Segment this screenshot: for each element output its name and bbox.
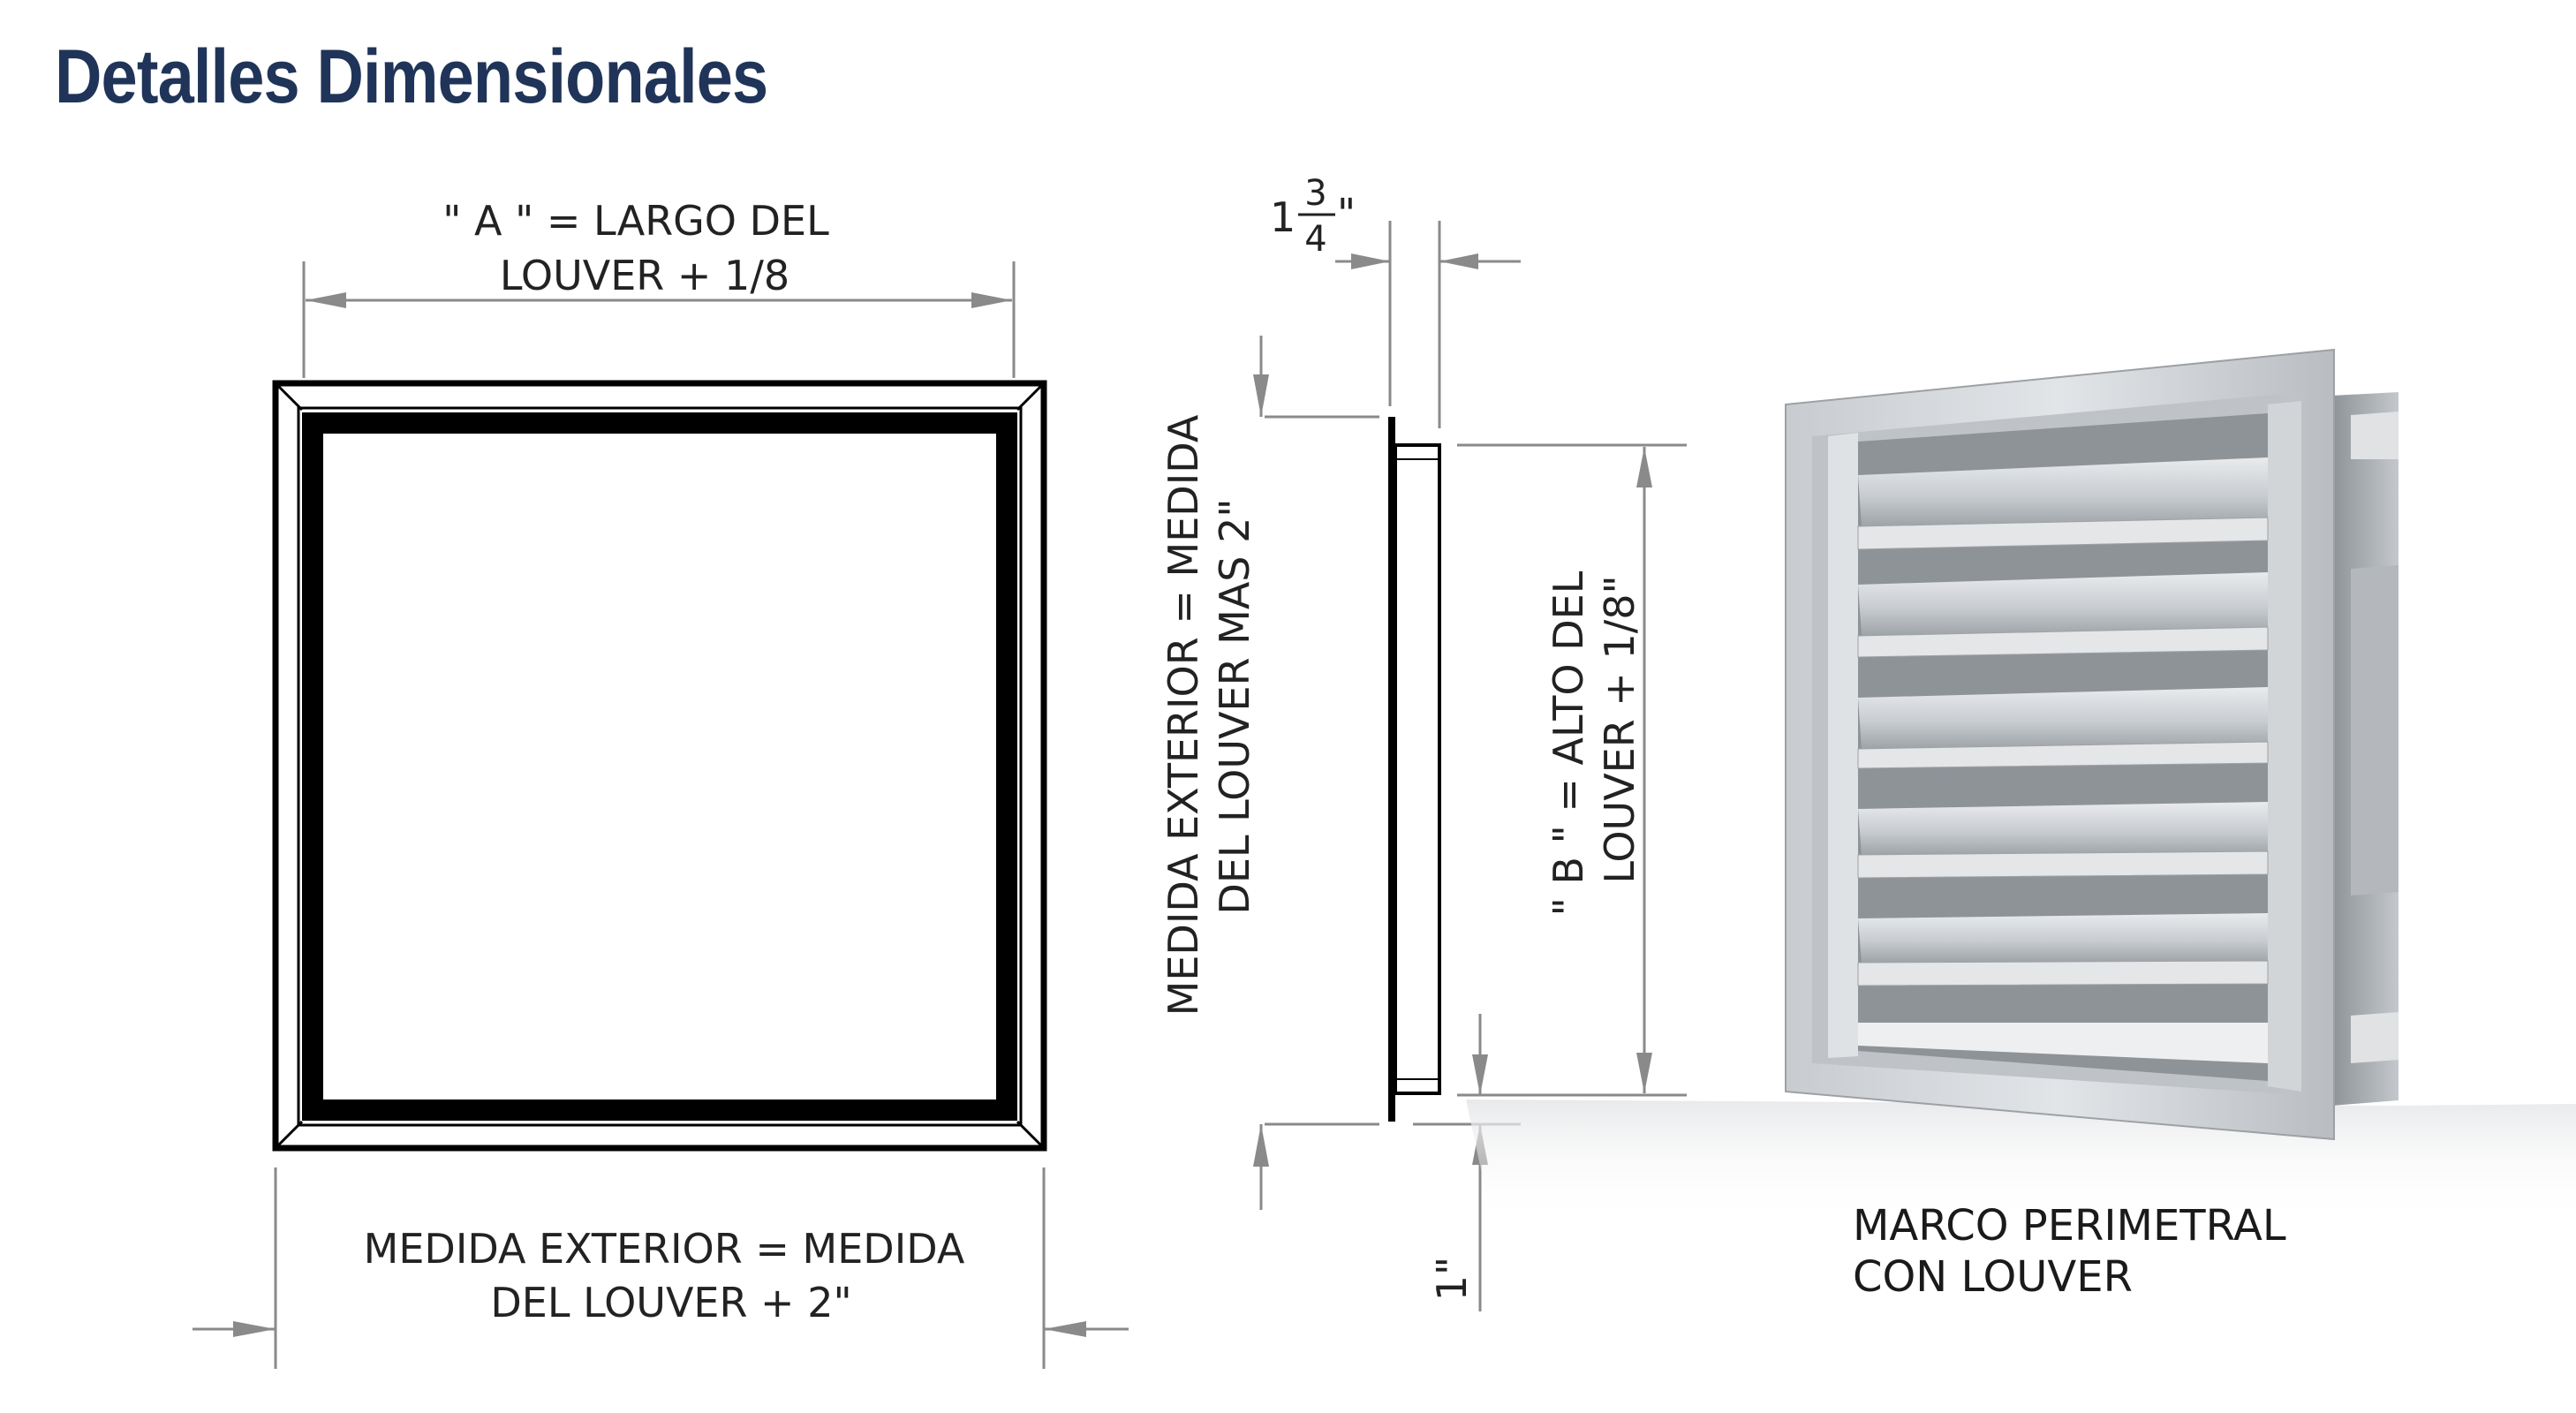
arrow-head xyxy=(1636,447,1652,487)
dim-a-label-line1: " A " = LARGO DEL xyxy=(442,197,829,245)
dim-exterior-label-line1: MEDIDA EXTERIOR = MEDIDA xyxy=(364,1225,965,1273)
dim-b-label-line1: " B " = ALTO DEL xyxy=(1545,570,1592,916)
miter-line xyxy=(1016,1120,1046,1150)
flange-label: 1" xyxy=(1428,1257,1476,1301)
slat xyxy=(1857,572,2269,658)
arrow-head xyxy=(1472,1054,1488,1095)
sleeve-lip xyxy=(2351,1012,2398,1063)
depth-unit: " xyxy=(1337,190,1356,238)
dim-exterior-label-line2: DEL LOUVER + 2" xyxy=(490,1279,851,1326)
caption-line2: CON LOUVER xyxy=(1853,1252,2133,1302)
arrow-head xyxy=(971,292,1012,308)
dimension-exterior-height: MEDIDA EXTERIOR = MEDIDA DEL LOUVER MAS … xyxy=(1160,336,1379,1210)
slat xyxy=(1858,1023,2268,1063)
arrow-head xyxy=(233,1321,276,1337)
arrow-head xyxy=(1044,1321,1086,1337)
dim-side-label-line2: DEL LOUVER MAS 2" xyxy=(1211,498,1258,914)
sleeve-panel xyxy=(2351,565,2398,895)
slat xyxy=(1857,802,2269,879)
dimension-b: " B " = ALTO DEL LOUVER + 1/8" xyxy=(1457,443,1687,1097)
arrow-head xyxy=(1439,253,1478,269)
miter-line xyxy=(274,1120,304,1150)
dim-a-label-line2: LOUVER + 1/8 xyxy=(500,252,789,299)
inner-opening xyxy=(302,412,1017,1121)
dimension-depth: 1 3 4 " xyxy=(1270,173,1521,428)
arrow-head xyxy=(1253,1124,1269,1167)
outer-frame xyxy=(272,380,1047,1152)
frame-flange xyxy=(297,406,1023,1127)
arrow-head xyxy=(1253,374,1269,417)
dim-b-label-line2: LOUVER + 1/8" xyxy=(1596,575,1643,883)
depth-numerator: 3 xyxy=(1304,173,1326,214)
slat xyxy=(1857,687,2269,769)
page-title: Detalles Dimensionales xyxy=(55,34,768,119)
side-sleeve xyxy=(1394,443,1441,1095)
side-flange xyxy=(1388,417,1395,1122)
arrow-head xyxy=(1636,1053,1652,1093)
dimension-exterior-width: MEDIDA EXTERIOR = MEDIDA DEL LOUVER + 2" xyxy=(193,1167,1129,1369)
sleeve-lip xyxy=(2351,412,2398,459)
right-jamb xyxy=(2268,401,2301,1092)
miter-line xyxy=(274,382,304,412)
side-view xyxy=(1388,417,1441,1122)
caption-line1: MARCO PERIMETRAL xyxy=(1853,1201,2286,1251)
dim-side-label-line1: MEDIDA EXTERIOR = MEDIDA xyxy=(1160,414,1207,1016)
miter-line xyxy=(1016,382,1046,412)
depth-denominator: 4 xyxy=(1304,219,1326,260)
slat xyxy=(1857,913,2269,986)
arrow-head xyxy=(306,292,346,308)
louver-render xyxy=(1466,348,2576,1223)
arrow-head xyxy=(1351,253,1390,269)
front-view xyxy=(272,380,1047,1152)
left-jamb xyxy=(1828,433,1858,1058)
dimension-a: " A " = LARGO DEL LOUVER + 1/8 xyxy=(302,197,1016,378)
slat xyxy=(1857,457,2269,550)
depth-whole: 1 xyxy=(1270,193,1296,241)
